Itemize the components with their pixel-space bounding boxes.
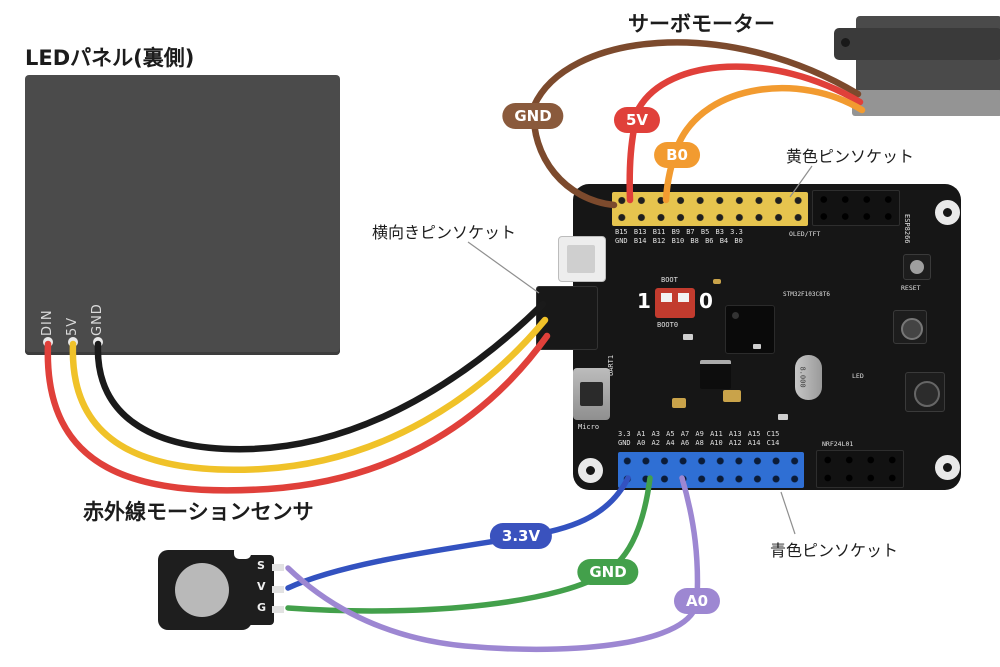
side-pin-socket <box>536 286 598 350</box>
micro-usb-port <box>573 368 610 420</box>
oled-tft-label: OLED/TFT <box>789 230 821 238</box>
led-panel-pin-gnd: GND <box>90 303 105 336</box>
sensor-pin-s <box>272 564 284 571</box>
crystal-oscillator: 8.000 <box>795 355 822 400</box>
led-panel-solder-pad-din <box>43 337 53 347</box>
sensor-notch <box>234 546 251 559</box>
badge-servo-gnd: GND <box>502 103 564 129</box>
silkscreen-top-row2: GND B14 B12 B10 B8 B6 B4 B0 <box>615 237 743 245</box>
esp8266-label: ESP8266 <box>903 214 911 244</box>
user-button-2-cap <box>914 381 940 407</box>
mounting-hole-bottom-left <box>578 458 603 483</box>
silkscreen-bottom-rows: 3.3 A1 A3 A5 A7 A9 A11 A13 A15 C15 GND A… <box>618 430 779 448</box>
nrf24l01-label: NRF24L01 <box>822 440 854 448</box>
esp8266-socket <box>812 190 900 226</box>
smd-component-3 <box>778 414 788 420</box>
mounting-hole-bottom-right <box>935 455 960 480</box>
sensor-lens <box>175 563 229 617</box>
silkscreen-top-row1: B15 B13 B11 B9 B7 B5 B3 3.3 <box>615 228 743 236</box>
badge-sensor-33v: 3.3V <box>489 523 553 549</box>
servo-screw-hole <box>841 38 850 47</box>
sensor-pin-label-v: V <box>257 580 266 593</box>
reset-button-cap <box>910 260 924 274</box>
user-button-1 <box>893 310 927 344</box>
wire-servo-gnd <box>530 39 862 209</box>
wire-sensor-a0 <box>285 475 701 653</box>
smd-component-2 <box>753 344 761 349</box>
boot0-label: BOOT0 <box>657 321 679 329</box>
blue-pin-socket <box>618 452 804 488</box>
servo-mount-flange <box>834 28 1000 60</box>
badge-servo-b0: B0 <box>654 142 700 168</box>
led-panel: DIN 5V GND <box>25 75 340 355</box>
voltage-regulator <box>700 360 731 389</box>
wire-led-din <box>44 332 551 494</box>
led-panel-solder-pad-5v <box>68 337 78 347</box>
smd-component-1 <box>683 334 693 340</box>
stm32-chip <box>725 305 775 354</box>
callout-yellow-socket: 黄色ピンソケット <box>786 147 915 166</box>
jst-connector-slot <box>567 245 595 273</box>
motion-sensor-title: 赤外線モーションセンサ <box>83 500 314 524</box>
led-panel-pin-din: DIN <box>40 309 55 336</box>
reset-label: RESET <box>901 284 921 292</box>
led-panel-solder-pad-gnd <box>93 337 103 347</box>
leader-side-socket <box>467 241 540 294</box>
wire-servo-5v <box>626 63 864 204</box>
led-label: LED <box>852 372 864 380</box>
crystal-frequency-label: 8.000 <box>798 366 807 388</box>
leader-blue-socket <box>780 491 796 535</box>
capacitor-1 <box>723 390 741 402</box>
user-button-2 <box>905 372 945 412</box>
boot-1-label: 1 <box>637 289 651 313</box>
badge-servo-5v: 5V <box>613 107 661 133</box>
callout-side-socket: 横向きピンソケット <box>372 223 517 242</box>
silkscreen-bottom-row1: 3.3 A1 A3 A5 A7 A9 A11 A13 A15 C15 <box>618 430 780 438</box>
user-button-1-cap <box>901 318 923 340</box>
stm32-label: STM32F103C8T6 <box>783 291 830 298</box>
silkscreen-bottom-row2: GND A0 A2 A4 A6 A8 A10 A12 A14 C14 <box>618 439 780 447</box>
micro-usb-slot <box>580 382 603 406</box>
smd-component-4 <box>713 279 721 284</box>
led-panel-title: LEDパネル(裏側) <box>25 46 195 70</box>
capacitor-2 <box>672 398 686 408</box>
chip-pin1-dot <box>732 312 739 319</box>
yellow-pin-socket <box>612 192 808 226</box>
sensor-pin-label-g: G <box>257 601 267 614</box>
sensor-pin-g <box>272 606 284 613</box>
sensor-pin-v <box>272 586 284 593</box>
jst-connector <box>558 236 606 282</box>
badge-sensor-gnd: GND <box>577 559 639 585</box>
wire-sensor-gnd <box>285 475 653 614</box>
led-panel-pin-5v: 5V <box>65 316 80 336</box>
micro-usb-label: Micro <box>578 423 600 431</box>
reset-button <box>903 254 931 280</box>
servo-title: サーボモーター <box>628 12 775 36</box>
sensor-pin-label-s: S <box>257 559 265 572</box>
dip-toggle-2 <box>678 293 689 302</box>
callout-blue-socket: 青色ピンソケット <box>770 541 899 560</box>
boot0-dip-switch <box>655 288 695 318</box>
boot-top-label: BOOT <box>661 276 678 284</box>
servo-base <box>852 90 1000 116</box>
badge-sensor-a0: A0 <box>673 588 721 614</box>
motion-sensor: S V G <box>158 546 288 634</box>
boot-0-label: 0 <box>699 289 713 313</box>
sensor-pin-tab <box>242 555 274 625</box>
mcu-board: B15 B13 B11 B9 B7 B5 B3 3.3 GND B14 B12 … <box>536 184 961 490</box>
nrf24l01-socket <box>816 450 904 488</box>
mounting-hole-top-right <box>935 200 960 225</box>
silkscreen-top-rows: B15 B13 B11 B9 B7 B5 B3 3.3 GND B14 B12 … <box>615 228 743 246</box>
dip-toggle-1 <box>661 293 672 302</box>
